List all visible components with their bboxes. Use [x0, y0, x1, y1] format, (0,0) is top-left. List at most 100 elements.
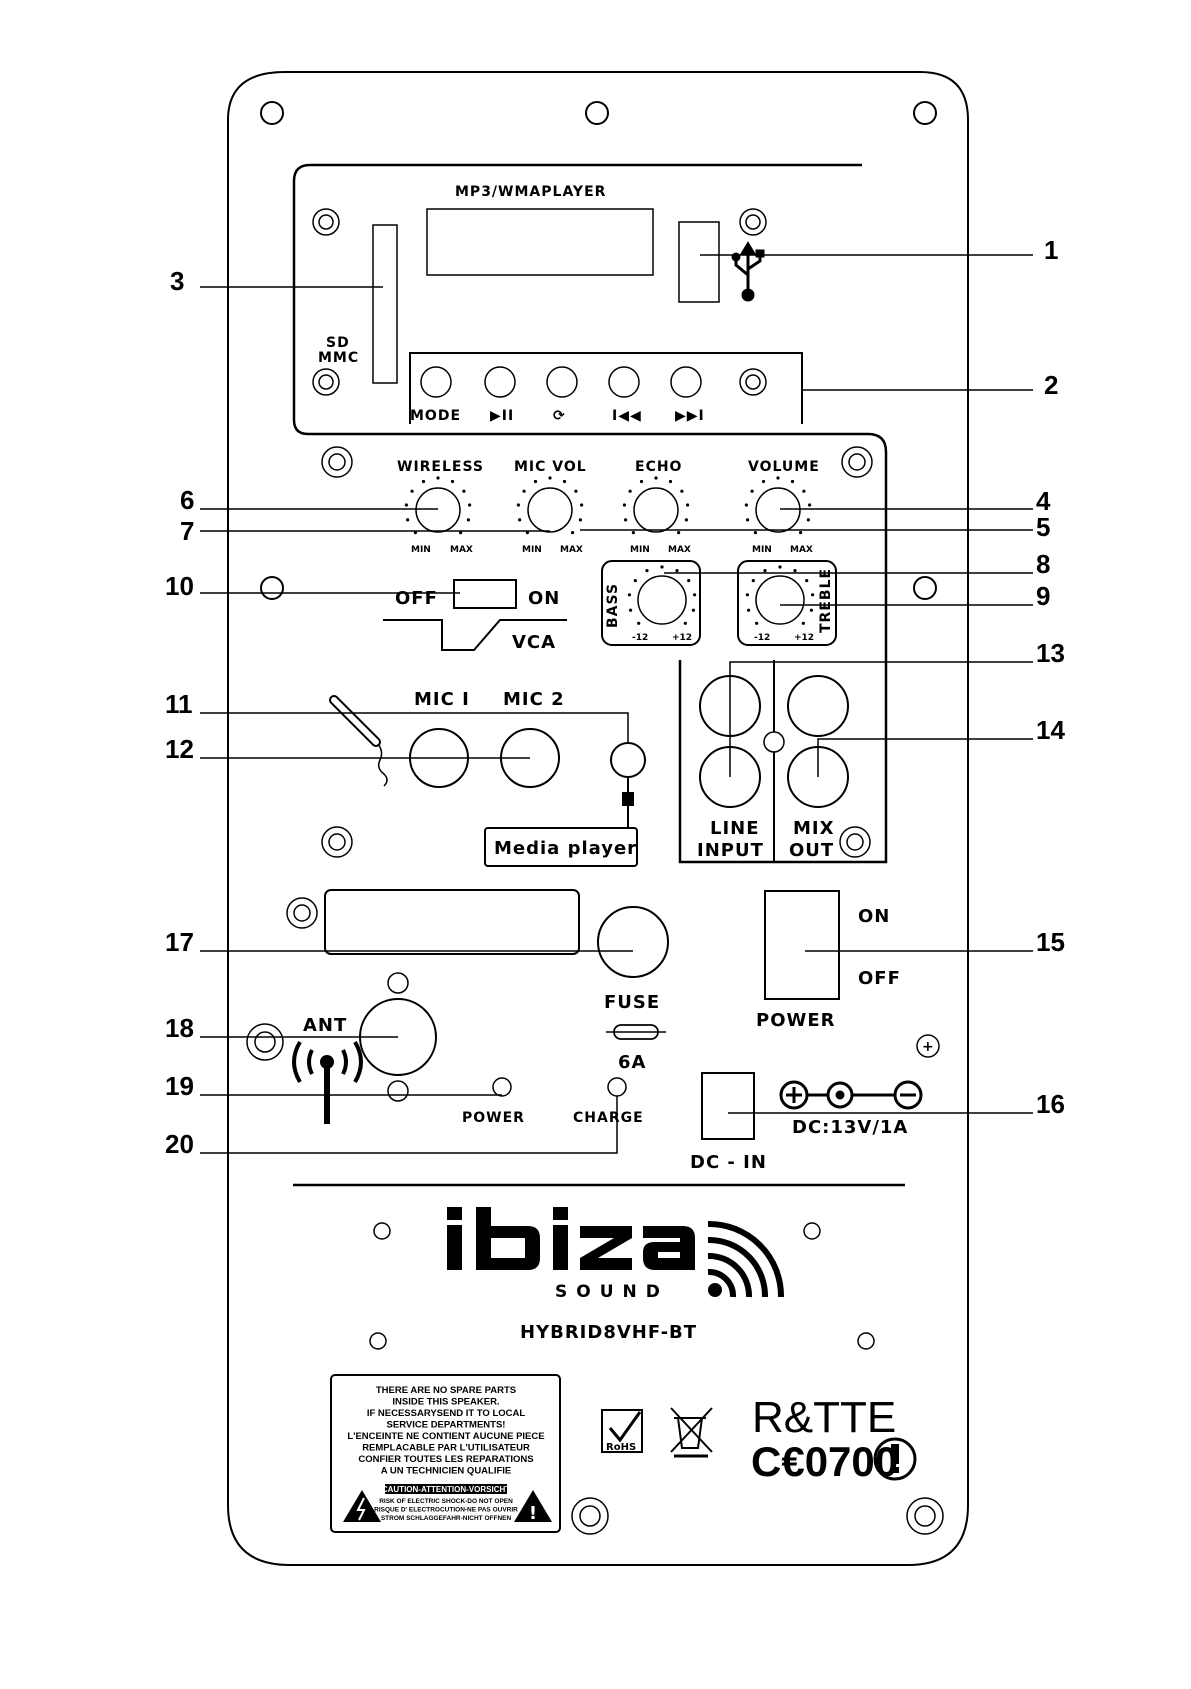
knob-scale-dot [687, 579, 691, 583]
rohs-label: RoHS [606, 1442, 636, 1453]
wireless-label: WIRELESS [397, 459, 484, 475]
knob-scale-dot [522, 489, 526, 493]
polarity-icon [779, 1080, 923, 1110]
sd-label: SD [326, 335, 350, 351]
rtte-label: R&TTE [752, 1393, 896, 1442]
knob-scale-dot [809, 608, 814, 612]
rohs-check-icon: RoHS [601, 1409, 643, 1453]
knob-scale-dot [631, 531, 636, 535]
callout-13: 13 [1036, 638, 1065, 668]
knob-scale-dot [790, 479, 795, 484]
charge-led [607, 1077, 627, 1097]
mic2-label: MIC 2 [503, 689, 565, 710]
power-switch[interactable] [764, 890, 840, 1000]
previous-label: I◀◀ [612, 408, 642, 424]
knob-scale-dot [533, 479, 538, 484]
callout-17: 17 [165, 927, 194, 957]
wireless-knob[interactable] [415, 487, 461, 533]
callout-4: 4 [1036, 486, 1051, 516]
knob-scale-dot [684, 518, 689, 522]
model-name: HYBRID8VHF-BT [520, 1322, 697, 1343]
caution-line: STROM SCHLAGGEFAHR-NICHT OFFNEN [381, 1515, 512, 1522]
knob-scale-dot [677, 531, 681, 535]
usb-port[interactable] [678, 221, 720, 303]
knob-scale-dot [410, 489, 414, 493]
knob-scale-dot [745, 593, 750, 597]
wireless-max: MAX [450, 545, 473, 555]
knob-scale-dot [799, 531, 803, 535]
warning-line: REMPLACABLE PAR L'UTILISATEUR [362, 1443, 530, 1454]
knob-scale-dot [628, 489, 632, 493]
knob-row: WIRELESS MIC VOL ECHO VOLUME MIN MAX MIN… [397, 459, 837, 646]
fuse-holder[interactable] [597, 906, 669, 978]
play-pause-button[interactable] [484, 366, 516, 398]
knob-scale-dot [645, 569, 649, 573]
warning-line: L'ENCEINTE NE CONTIENT AUCUNE PIECE [347, 1431, 544, 1442]
alert-circle-icon [873, 1437, 917, 1481]
media-player-jack[interactable] [610, 742, 646, 778]
knob-scale-dot [548, 476, 552, 480]
ant-label: ANT [303, 1015, 347, 1036]
warning-line: SERVICE DEPARTMENTS! [387, 1420, 506, 1431]
knob-scale-dot [518, 518, 522, 522]
certifications: RoHS R&TTE C€0700 [601, 1393, 917, 1485]
dc-in-label: DC - IN [690, 1152, 767, 1173]
knob-scale-dot [466, 518, 470, 522]
warning-line: THERE ARE NO SPARE PARTS [376, 1385, 516, 1396]
knob-scale-dot [753, 531, 758, 535]
polarity-plus-small: + [922, 1039, 935, 1055]
power-switch-label: POWER [756, 1010, 836, 1031]
media-player-label: Media player [494, 838, 637, 859]
wireless-min: MIN [411, 545, 431, 555]
callout-numbers: 1 2 3 4 5 6 7 8 9 10 11 12 13 14 15 16 1… [165, 235, 1065, 1159]
mode-button[interactable] [420, 366, 452, 398]
knob-scale-dot [624, 518, 628, 522]
callout-8: 8 [1036, 549, 1050, 579]
fuse-label: FUSE [604, 992, 660, 1013]
knob-scale-dot [751, 579, 755, 583]
callout-18: 18 [165, 1013, 194, 1043]
usb-icon [731, 241, 765, 302]
bass-max: +12 [672, 633, 692, 643]
echo-knob[interactable] [633, 487, 679, 533]
repeat-button[interactable] [546, 366, 578, 398]
volume-knob[interactable] [755, 487, 801, 533]
knob-scale-dot [778, 565, 782, 569]
power-off-label: OFF [858, 968, 901, 989]
mounting-holes [260, 101, 937, 125]
line-mix-section: LINE INPUT MIX OUT [697, 660, 849, 862]
callout-12: 12 [165, 734, 194, 764]
mic-inputs: MIC I MIC 2 Media player [329, 689, 646, 867]
next-button[interactable] [670, 366, 702, 398]
knob-scale-dot [654, 476, 658, 480]
treble-knob[interactable] [755, 575, 805, 625]
callout-19: 19 [165, 1071, 194, 1101]
knob-scale-dot [691, 608, 696, 612]
panel-outline [227, 71, 969, 1566]
echo-label: ECHO [635, 459, 682, 475]
dc-in-jack[interactable] [701, 1072, 755, 1140]
knob-scale-dot [802, 489, 806, 493]
mix-out-top-jack[interactable] [787, 675, 849, 737]
previous-button[interactable] [608, 366, 640, 398]
bass-label: BASS [605, 583, 621, 628]
bass-knob[interactable] [637, 575, 687, 625]
mp3-player-module: MP3/WMAPLAYER SD MMC [292, 163, 888, 864]
knob-scale-dot [675, 569, 679, 573]
bass-min: -12 [632, 633, 648, 643]
svg-text:!: ! [529, 1503, 537, 1524]
callout-2: 2 [1044, 370, 1058, 400]
vca-switch[interactable] [453, 579, 517, 609]
knob-scale-dot [436, 476, 440, 480]
knob-scale-dot [805, 579, 809, 583]
dc-in-section: DC:13V/1A DC - IN [690, 1072, 923, 1173]
media-player-plug [622, 777, 634, 828]
mic-vol-knob[interactable] [527, 487, 573, 533]
line-label: LINE [710, 818, 760, 839]
knob-scale-dot [683, 621, 687, 625]
callout-9: 9 [1036, 581, 1050, 611]
sd-card-slot[interactable] [372, 224, 398, 384]
player-display [426, 208, 654, 276]
treble-label: TREBLE [818, 568, 834, 633]
ibiza-sound-logo: SOUND [447, 1207, 785, 1302]
